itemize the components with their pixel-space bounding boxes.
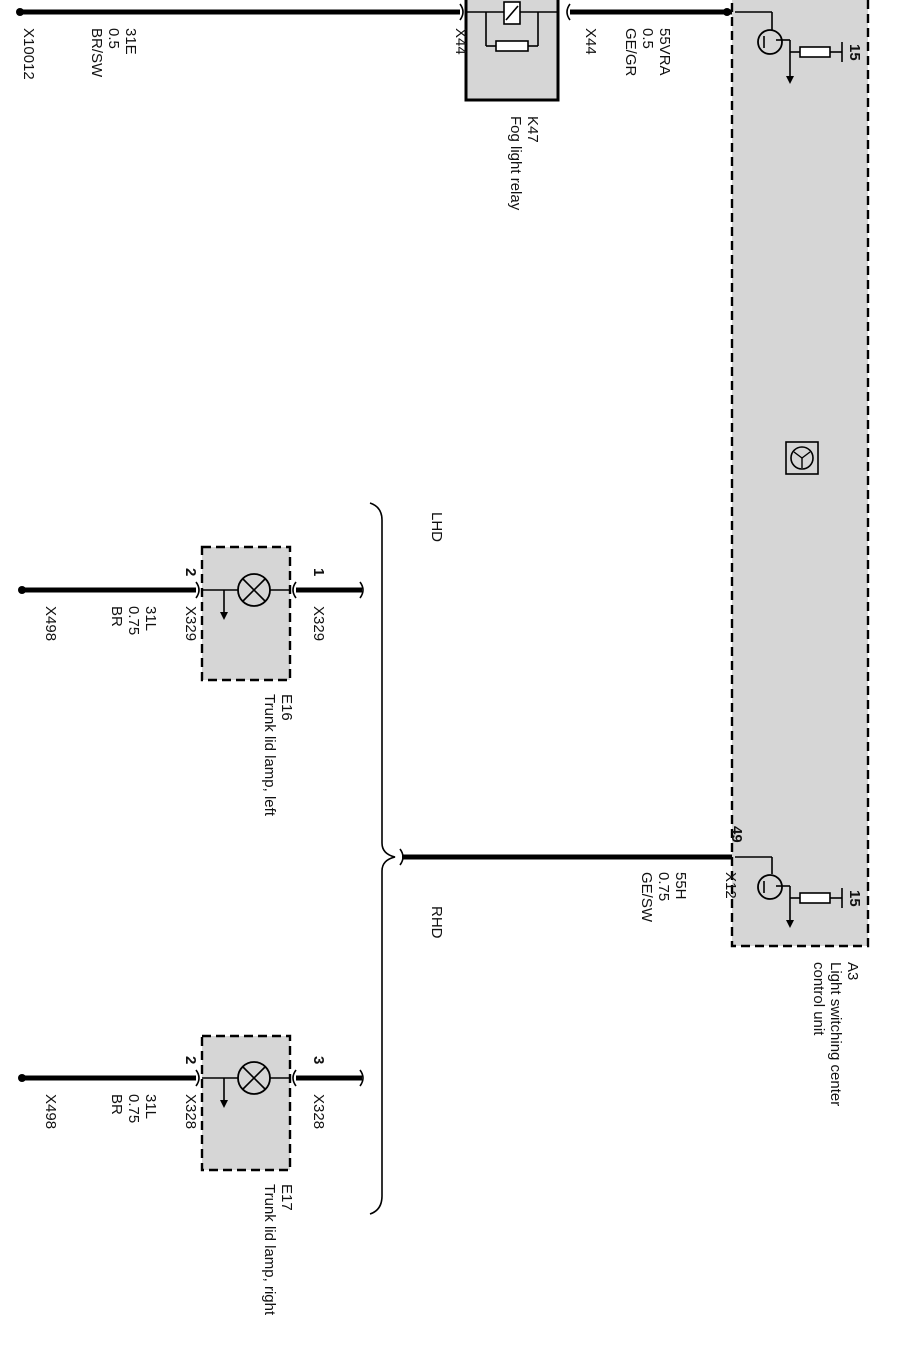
wire-31l-left-color: BR bbox=[108, 606, 125, 627]
variant-brace bbox=[369, 502, 396, 1215]
lamp-e16-pin-in: 1 bbox=[310, 568, 327, 576]
lamp-e16-id: E16 bbox=[278, 694, 295, 721]
ground-x10012-label: X10012 bbox=[20, 28, 37, 80]
lamp-e17-pin-out: 2 bbox=[182, 1056, 199, 1064]
relay-id: K47 bbox=[524, 116, 541, 143]
wire-31l-right-color: BR bbox=[108, 1094, 125, 1115]
control-unit-a3-box bbox=[730, 0, 870, 948]
ground-point-x10012-icon bbox=[16, 8, 24, 16]
wire-31e-circuit: 31E bbox=[122, 28, 139, 55]
pin-15-top: 15 bbox=[846, 44, 863, 61]
wire-55h-circuit: 55H bbox=[672, 872, 689, 900]
connector-x44-left-icon bbox=[459, 3, 464, 21]
lamp-right-feed-connector-icon bbox=[359, 1069, 364, 1087]
ground-x498-right: X498 bbox=[42, 1094, 59, 1129]
transistor-top-icon bbox=[735, 11, 843, 84]
wire-31l-left-size: 0.75 bbox=[125, 606, 142, 635]
connector-x12: X12 bbox=[722, 872, 739, 899]
wire-55h-size: 0.75 bbox=[655, 872, 672, 901]
wire-55vra-size: 0.5 bbox=[639, 28, 656, 49]
wire-31l-right-size: 0.75 bbox=[125, 1094, 142, 1123]
lamp-e17-pin-in: 3 bbox=[310, 1056, 327, 1064]
lamp-e17-box bbox=[200, 1034, 292, 1172]
wire-31l-left-circuit: 31L bbox=[142, 606, 159, 631]
transistor-bottom-icon bbox=[735, 856, 843, 928]
relay-connector-left: X44 bbox=[452, 28, 469, 55]
wire-55h-connector-icon bbox=[399, 848, 404, 866]
wire-31e-size: 0.5 bbox=[105, 28, 122, 49]
wire-31l-right-circuit: 31L bbox=[142, 1094, 159, 1119]
lamp-e16-pin1-connector-icon bbox=[292, 581, 297, 599]
wire-31e-color: BR/SW bbox=[88, 28, 105, 78]
relay-name: Fog light relay bbox=[507, 116, 524, 211]
lamp-e16-pin2-connector-icon bbox=[195, 581, 200, 599]
lamp-e17-id: E17 bbox=[278, 1184, 295, 1211]
lamp-e17-bulb-icon bbox=[202, 1061, 290, 1108]
lamp-e16-pin-out: 2 bbox=[182, 568, 199, 576]
control-unit-symbol-icon bbox=[785, 441, 819, 475]
lamp-e17-connector-in: X328 bbox=[310, 1094, 327, 1129]
relay-connector-right: X44 bbox=[582, 28, 599, 55]
wire-junction-icon bbox=[723, 8, 731, 16]
variant-rhd: RHD bbox=[428, 906, 445, 939]
ground-point-x498-left-icon bbox=[18, 586, 26, 594]
wire-55vra-circuit: 55VRA bbox=[656, 28, 673, 76]
control-unit-name-line2: control unit bbox=[810, 962, 827, 1036]
connector-x44-right-icon bbox=[566, 3, 571, 21]
lamp-e17-connector-out: X328 bbox=[182, 1094, 199, 1129]
control-unit-name-line1: Light switching center bbox=[827, 962, 844, 1106]
variant-lhd: LHD bbox=[428, 512, 445, 542]
wire-55h-color: GE/SW bbox=[638, 872, 655, 923]
lamp-e17-pin3-connector-icon bbox=[292, 1069, 297, 1087]
lamp-e16-connector-in: X329 bbox=[310, 606, 327, 641]
relay-coil-icon bbox=[466, 1, 558, 52]
lamp-e16-box bbox=[200, 545, 292, 682]
control-unit-id: A3 bbox=[844, 962, 861, 980]
pin-15-bottom: 15 bbox=[846, 890, 863, 907]
ground-x498-left: X498 bbox=[42, 606, 59, 641]
lamp-e17-name: Trunk lid lamp, right bbox=[261, 1184, 278, 1316]
pin-49: 49 bbox=[728, 826, 745, 843]
lamp-e17-pin2-connector-icon bbox=[195, 1069, 200, 1087]
wire-55vra-color: GE/GR bbox=[622, 28, 639, 77]
ground-point-x498-right-icon bbox=[18, 1074, 26, 1082]
lamp-e16-name: Trunk lid lamp, left bbox=[261, 694, 278, 817]
lamp-e16-connector-out: X329 bbox=[182, 606, 199, 641]
lamp-e16-bulb-icon bbox=[202, 573, 290, 620]
lamp-left-feed-connector-icon bbox=[359, 581, 364, 599]
